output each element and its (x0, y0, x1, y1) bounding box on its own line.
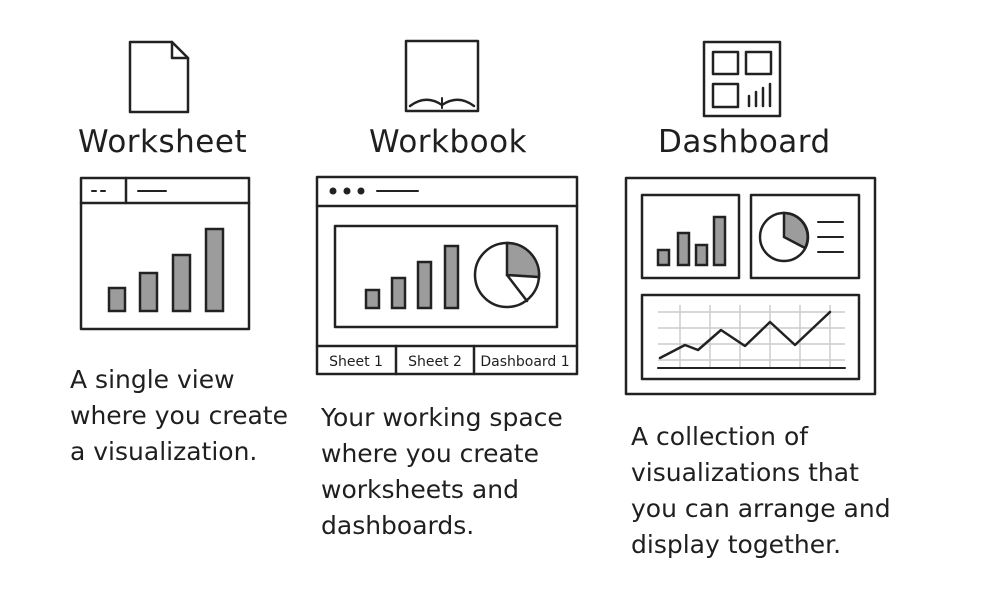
workbook-graphics: Sheet 1 Sheet 2 Dashboard 1 (315, 39, 579, 376)
chart-bar (107, 286, 127, 313)
worksheet-column: Worksheet A single view where you create… (0, 0, 330, 600)
pie-chart (758, 211, 810, 263)
chart-bar (694, 243, 709, 267)
dashboard-title: Dashboard (658, 124, 831, 160)
tab-sheet-2: Sheet 2 (408, 354, 462, 370)
description-line: Your working space (321, 403, 563, 432)
description-line: display together. (631, 530, 842, 559)
workbook-window-illustration: Sheet 1 Sheet 2 Dashboard 1 (315, 175, 579, 376)
chart-bar (416, 260, 433, 310)
chart-bar (443, 244, 460, 310)
description-line: A collection of (631, 422, 809, 451)
workbook-description: Your working space where you create work… (321, 400, 563, 544)
description-line: visualizations that (631, 458, 859, 487)
dashboard-graphics (624, 40, 877, 396)
description-line: a visualization. (70, 437, 258, 466)
gridlines (658, 305, 845, 368)
workbook-column: Sheet 1 Sheet 2 Dashboard 1 Workbook You… (300, 0, 600, 600)
tab-dashboard-1: Dashboard 1 (480, 354, 569, 370)
workbook-title: Workbook (369, 124, 528, 160)
chart-bar (656, 248, 671, 267)
open-book-icon (404, 39, 480, 113)
chart-bar (171, 253, 192, 313)
description-line: dashboards. (321, 511, 475, 540)
description-line: you can arrange and (631, 494, 891, 523)
worksheet-graphics (79, 40, 251, 331)
tab-sheet-1: Sheet 1 (329, 354, 383, 370)
description-line: where you create (321, 439, 539, 468)
description-line: A single view (70, 365, 235, 394)
chart-bar (390, 276, 407, 310)
line-series (658, 310, 832, 360)
description-line: where you create (70, 401, 288, 430)
worksheet-description: A single view where you create a visuali… (70, 362, 288, 470)
dashboard-column: Dashboard A collection of visualizations… (600, 0, 1000, 600)
document-icon (128, 40, 190, 114)
pie-chart (473, 241, 541, 309)
description-line: worksheets and (321, 475, 519, 504)
chart-bar (364, 288, 381, 310)
chart-bar (712, 215, 727, 267)
chart-bar (676, 231, 691, 267)
worksheet-window-illustration (79, 176, 251, 331)
dashboard-description: A collection of visualizations that you … (631, 419, 891, 563)
dashboard-frame-illustration (624, 176, 877, 396)
dashboard-grid-icon (702, 40, 782, 118)
chart-bar (204, 227, 225, 313)
chart-bar (138, 271, 159, 313)
worksheet-title: Worksheet (78, 124, 248, 160)
